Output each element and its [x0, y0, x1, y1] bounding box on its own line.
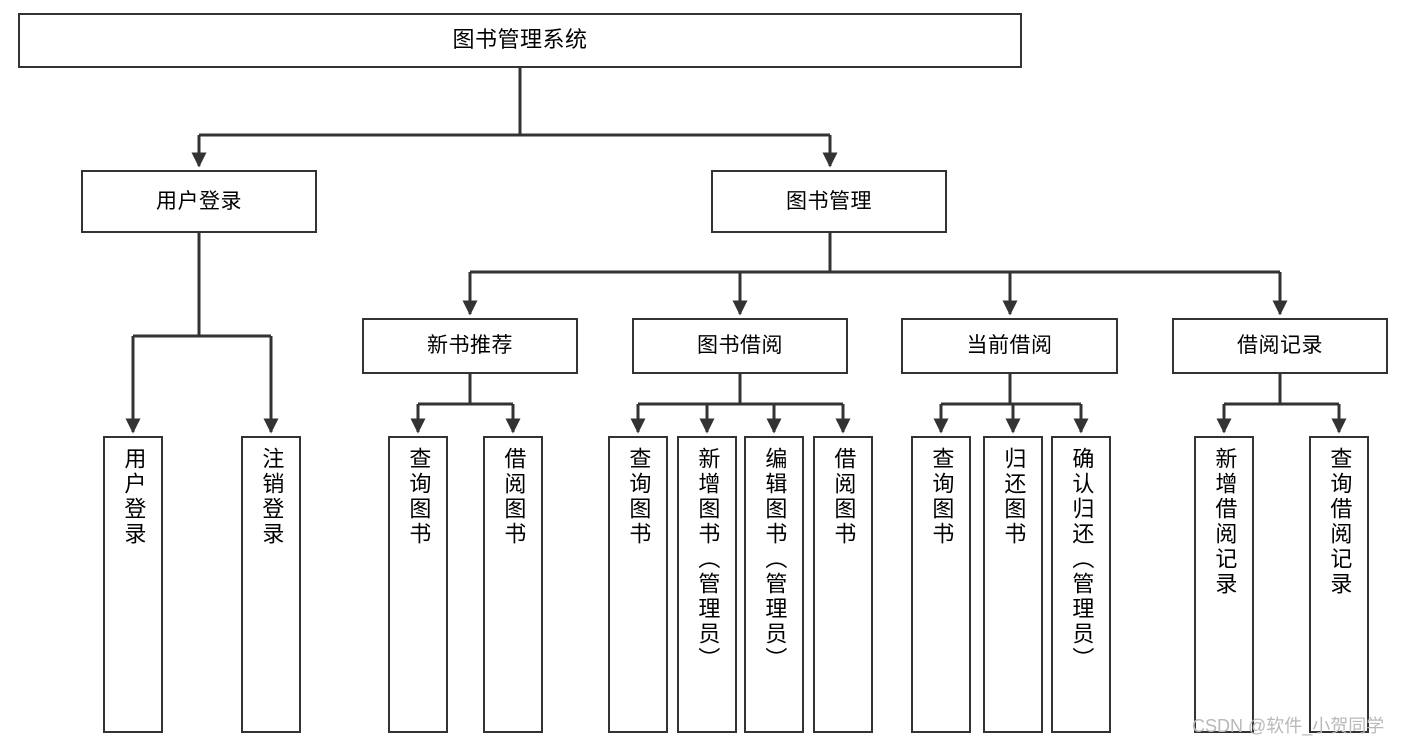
- node-label: 用户登录: [156, 189, 242, 213]
- leaf-borrow-book-recommend[interactable]: 借阅图书: [483, 436, 543, 733]
- node-label: 借阅图书: [501, 447, 527, 547]
- node-label: 新增借阅记录: [1212, 447, 1238, 597]
- node-label: 新增图书（管理员）: [695, 447, 721, 672]
- node-label: 当前借阅: [966, 334, 1053, 358]
- leaf-query-book-recommend[interactable]: 查询图书: [388, 436, 448, 733]
- leaf-borrow-book[interactable]: 借阅图书: [813, 436, 873, 733]
- node-label: 归还图书: [1001, 447, 1027, 547]
- node-label: 查询借阅记录: [1327, 447, 1353, 597]
- leaf-add-book-admin[interactable]: 新增图书（管理员）: [677, 436, 737, 733]
- node-label: 注销登录: [259, 447, 285, 547]
- leaf-add-borrow-record[interactable]: 新增借阅记录: [1194, 436, 1254, 733]
- node-user-login[interactable]: 用户登录: [81, 170, 317, 233]
- leaf-confirm-return-admin[interactable]: 确认归还（管理员）: [1051, 436, 1111, 733]
- node-label: 确认归还（管理员）: [1069, 447, 1095, 672]
- node-new-book-recommend[interactable]: 新书推荐: [362, 318, 578, 374]
- leaf-edit-book-admin[interactable]: 编辑图书（管理员）: [744, 436, 804, 733]
- node-label: 图书管理: [786, 189, 872, 213]
- node-label: 图书借阅: [697, 334, 783, 358]
- node-label: 查询图书: [406, 447, 432, 547]
- leaf-query-borrow-record[interactable]: 查询借阅记录: [1309, 436, 1369, 733]
- node-borrow-record[interactable]: 借阅记录: [1172, 318, 1388, 374]
- leaf-user-login[interactable]: 用户登录: [103, 436, 163, 733]
- leaf-logout-login[interactable]: 注销登录: [241, 436, 301, 733]
- node-label: 查询图书: [626, 447, 652, 547]
- node-current-borrow[interactable]: 当前借阅: [901, 318, 1118, 374]
- csdn-watermark: CSDN @软件_小贺同学: [1192, 716, 1385, 736]
- node-label: 借阅图书: [831, 447, 857, 547]
- leaf-query-book-borrow[interactable]: 查询图书: [608, 436, 668, 733]
- node-label: 用户登录: [121, 447, 147, 547]
- node-label: 图书管理系统: [452, 27, 588, 53]
- node-root-book-management-system[interactable]: 图书管理系统: [18, 13, 1022, 68]
- node-label: 新书推荐: [427, 334, 513, 358]
- leaf-query-book-current[interactable]: 查询图书: [911, 436, 971, 733]
- leaf-return-book[interactable]: 归还图书: [983, 436, 1043, 733]
- node-book-management[interactable]: 图书管理: [711, 170, 947, 233]
- node-label: 查询图书: [929, 447, 955, 547]
- node-book-borrow[interactable]: 图书借阅: [632, 318, 848, 374]
- node-label: 编辑图书（管理员）: [762, 447, 788, 672]
- node-label: 借阅记录: [1237, 334, 1323, 358]
